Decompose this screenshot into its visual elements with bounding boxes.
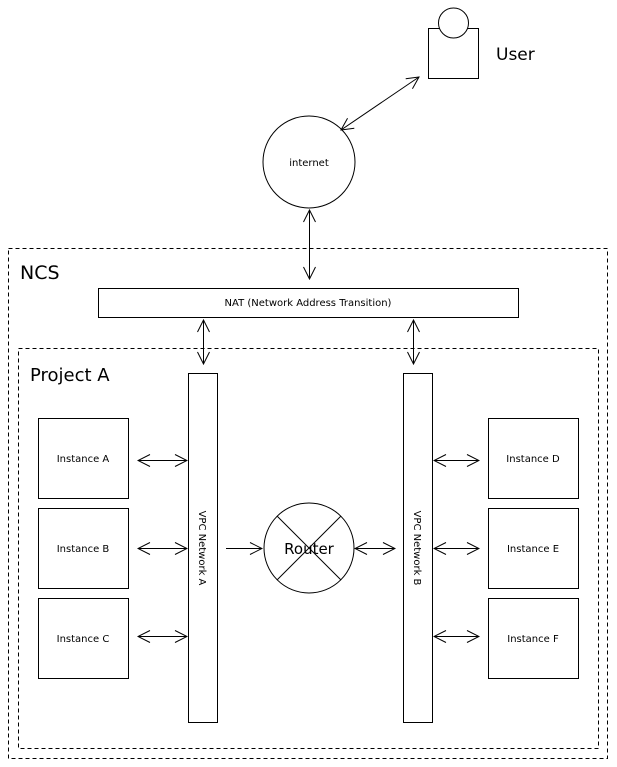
router-cross-line-2 [276,515,342,581]
vpc-b-box [403,373,433,723]
nat-label: NAT (Network Address Transition) [225,298,392,309]
instance-b-label: Instance B [57,544,110,555]
instance-a-box [38,418,129,499]
vpc-a-label: VPC Network A [196,511,207,586]
project-container: Project A [18,348,599,749]
ncs-boundary [8,248,608,759]
vpc-network-b[interactable]: VPC Network B [403,373,433,723]
instance-c-box [38,598,129,679]
instance-d[interactable]: Instance D [488,418,579,499]
instance-a[interactable]: Instance A [38,418,129,499]
instance-d-label: Instance D [506,454,560,465]
nat-node[interactable]: NAT (Network Address Transition) [98,288,519,318]
instance-c[interactable]: Instance C [38,598,129,679]
connectors [138,77,479,637]
user-node[interactable]: User [428,7,535,79]
instance-b-box [38,508,129,589]
router-node[interactable]: Router [263,502,355,594]
instance-d-box [488,418,579,499]
instance-b[interactable]: Instance B [38,508,129,589]
vpc-a-box [188,373,218,723]
instance-c-label: Instance C [57,634,110,645]
instance-f[interactable]: Instance F [488,598,579,679]
nat-box [98,288,519,318]
router-label: Router [284,540,335,558]
user-head-icon [438,7,469,39]
internet-node[interactable]: internet [262,115,356,209]
instance-e[interactable]: Instance E [488,508,579,589]
internet-circle [262,115,356,209]
instance-a-label: Instance A [57,454,110,465]
instance-f-box [488,598,579,679]
internet-label: internet [289,158,329,169]
vpc-network-a[interactable]: VPC Network A [188,373,218,723]
user-label: User [496,45,535,65]
project-boundary [18,348,599,749]
ncs-label: NCS [20,262,60,284]
arrow-user-internet [341,77,419,130]
instance-f-label: Instance F [507,634,559,645]
instance-e-box [488,508,579,589]
project-label: Project A [30,365,110,386]
instance-e-label: Instance E [507,544,559,555]
ncs-container: NCS [8,248,608,759]
vpc-b-label: VPC Network B [411,511,422,586]
